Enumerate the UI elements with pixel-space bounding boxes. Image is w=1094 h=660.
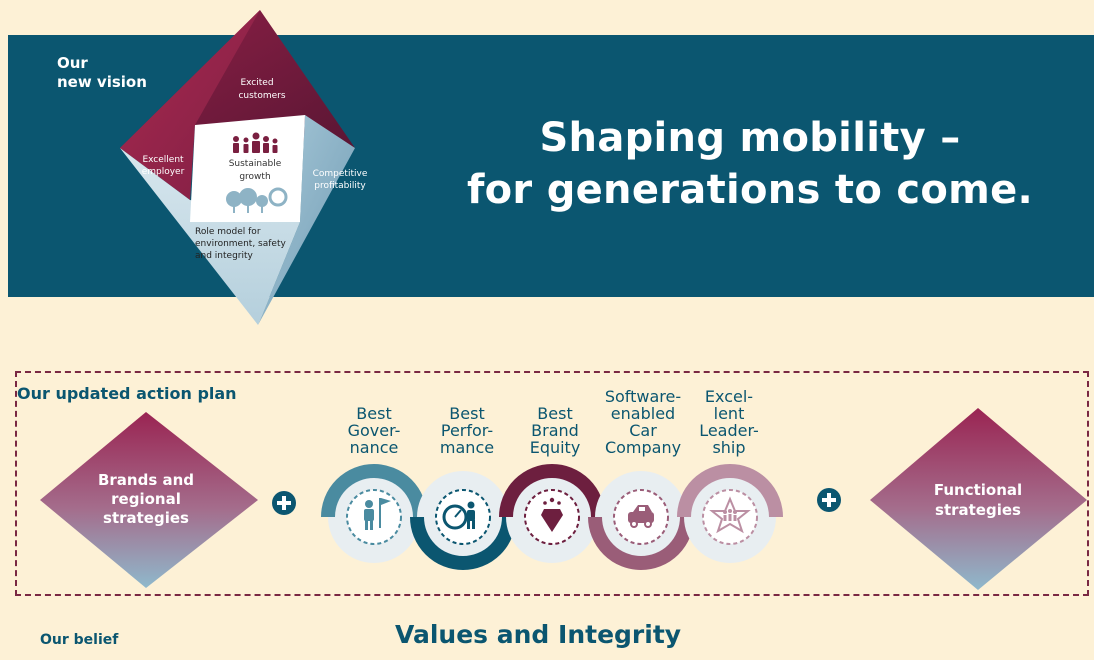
functional-strategies-diamond	[870, 408, 1087, 590]
values-title: Values and Integrity	[395, 620, 682, 649]
vision-diamond: Excited customers Excellent employer Com…	[120, 10, 368, 325]
pillar-title-leadership-line3: Leader-	[699, 421, 759, 440]
pillar-title-performance-line3: mance	[439, 438, 495, 457]
pillar-title-performance: Best Perfor- mance	[424, 405, 510, 456]
vision-top-line2: customers	[238, 91, 285, 101]
pillar-title-performance-line1: Best	[449, 404, 485, 423]
vision-left-line1: Excellent	[142, 155, 184, 165]
person-flag-icon	[364, 498, 391, 530]
pillar-ring-performance	[410, 471, 516, 570]
pillar-title-leadership-line4: ship	[712, 438, 746, 457]
trees-recycle-icon	[226, 187, 288, 213]
vision-top-line1: Excited	[240, 78, 273, 88]
pillar-title-governance-line3: nance	[349, 438, 399, 457]
vision-segment-left	[120, 10, 260, 200]
pillar-title-software-line1: Software-	[604, 387, 682, 406]
pillar-title-software-line3: Car	[629, 421, 657, 440]
pillar-ring-leadership	[677, 464, 783, 563]
vision-segment-bottom	[120, 148, 300, 325]
pillar-title-brand-equity-line1: Best	[537, 404, 573, 423]
action-plan-diagram: Brands and regional strategies Functiona…	[40, 408, 1087, 590]
belief-label: Our belief	[40, 632, 119, 648]
plus-icon-left	[272, 491, 296, 515]
headline-line2: for generations to come.	[466, 167, 1034, 213]
action-plan-label: Our updated action plan	[17, 384, 237, 403]
vision-center-line2: growth	[239, 172, 270, 182]
vision-label: Our new vision	[57, 54, 147, 92]
functional-strategies-line1: Functional	[934, 481, 1022, 499]
vision-label-line2: new vision	[57, 73, 147, 91]
vision-right-line1: Competitive	[313, 169, 368, 179]
diamond-stars-icon	[541, 497, 563, 532]
functional-strategies-line2: strategies	[935, 501, 1021, 519]
pillar-title-brand-equity-line2: Brand	[531, 421, 579, 440]
pillar-title-governance-line2: Gover-	[347, 421, 401, 440]
brands-strategies-line2: regional	[111, 490, 181, 508]
pillar-title-performance-line2: Perfor-	[440, 421, 494, 440]
vision-center-line1: Sustainable	[229, 159, 282, 169]
brands-strategies-line3: strategies	[103, 509, 189, 527]
people-icon	[233, 132, 278, 153]
pillar-title-governance: Best Gover- nance	[331, 405, 417, 456]
pillar-title-brand-equity: Best Brand Equity	[512, 405, 598, 456]
brands-strategies-line1: Brands and	[98, 471, 194, 489]
pillar-title-leadership-line1: Excel-	[704, 387, 754, 406]
pillar-title-governance-line1: Best	[356, 404, 392, 423]
pillar-title-brand-equity-line3: Equity	[529, 438, 581, 457]
headline-line1: Shaping mobility –	[539, 115, 961, 161]
action-plan-box	[15, 371, 1089, 596]
brands-strategies-diamond	[40, 412, 258, 588]
vision-right-line2: profitability	[314, 181, 366, 191]
vision-bottom-line1: Role model for	[195, 227, 261, 237]
car-chip-icon	[628, 505, 654, 528]
vision-left-line2: employer	[142, 167, 185, 177]
pillar-title-software-line2: enabled	[610, 404, 676, 423]
pillar-title-leadership: Excel- lent Leader- ship	[686, 388, 772, 456]
pillar-title-software-line4: Company	[604, 438, 682, 457]
vision-segment-right	[258, 115, 355, 325]
star-people-icon	[709, 496, 751, 534]
speedometer-person-icon	[442, 501, 475, 530]
vision-bottom-line3: and integrity	[195, 251, 254, 261]
vision-bottom-line2: environment, safety	[195, 239, 286, 249]
plus-icon-right	[817, 488, 841, 512]
pillar-title-leadership-line2: lent	[713, 404, 745, 423]
pillar-title-software: Software- enabled Car Company	[598, 388, 688, 456]
headline: Shaping mobility – for generations to co…	[430, 112, 1070, 216]
vision-label-line1: Our	[57, 54, 88, 72]
